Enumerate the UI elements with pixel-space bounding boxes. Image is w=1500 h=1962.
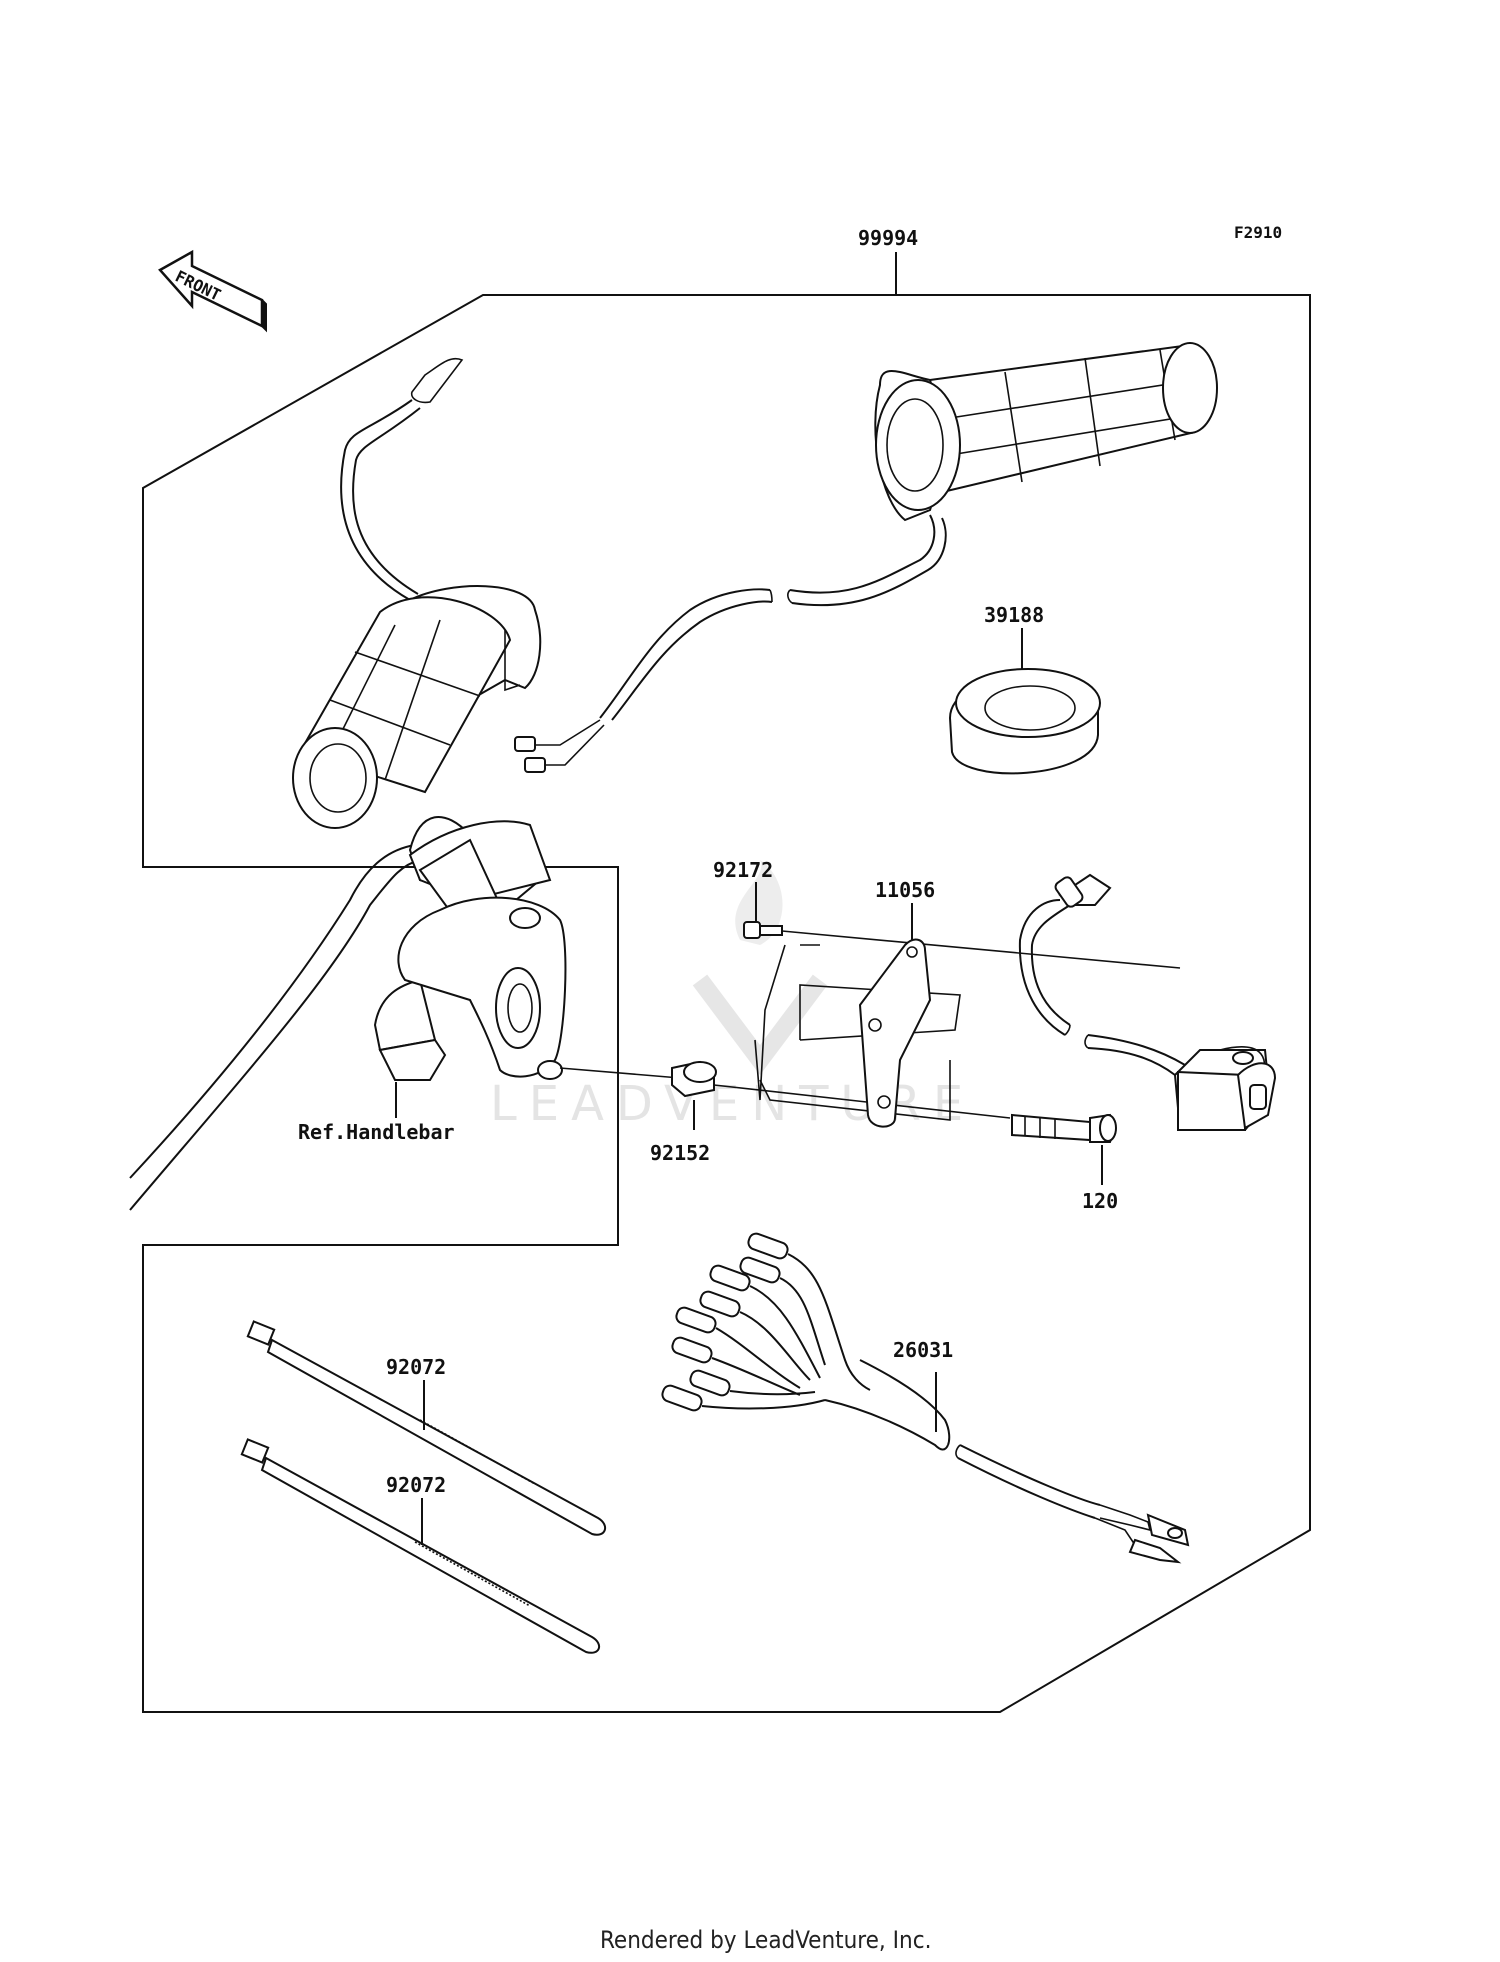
screw-92172: 92172 <box>713 858 1181 969</box>
callout-kit: 99994 <box>858 226 918 250</box>
callout-bracket: 11056 <box>875 878 935 902</box>
callout-ring: 39188 <box>984 603 1044 627</box>
front-arrow-icon: FRONT <box>158 249 267 333</box>
watermark-text: LEADVENTURE <box>490 1076 975 1132</box>
grip-wiring <box>514 514 947 773</box>
callout-tie-upper: 92072 <box>386 1355 446 1379</box>
callout-screw: 92172 <box>713 858 773 882</box>
right-grip <box>874 342 1218 522</box>
callout-harness: 26031 <box>893 1338 953 1362</box>
callout-bolt: 120 <box>1082 1189 1118 1213</box>
footer-credit: Rendered by LeadVenture, Inc. <box>600 1926 931 1954</box>
callout-collar: 92152 <box>650 1141 710 1165</box>
harness-26031: 26031 <box>661 1232 1190 1564</box>
bolt-120: 120 <box>1011 1113 1118 1213</box>
handlebar-reference: Ref.Handlebar <box>129 816 567 1211</box>
bracket-11056: 11056 <box>754 878 961 1128</box>
cable-tie-lower: 92072 <box>240 1438 601 1654</box>
kit-outline <box>142 294 1311 1713</box>
figure-code: F2910 <box>1234 223 1282 242</box>
cable-tie-upper: 92072 <box>246 1320 607 1536</box>
reference-note: Ref.Handlebar <box>298 1120 455 1144</box>
ring-39188: 39188 <box>948 603 1101 775</box>
left-grip <box>292 357 542 829</box>
switch-unit <box>1018 873 1277 1131</box>
collar-92152: 92152 <box>559 1060 1011 1165</box>
callout-tie-lower: 92072 <box>386 1473 446 1497</box>
